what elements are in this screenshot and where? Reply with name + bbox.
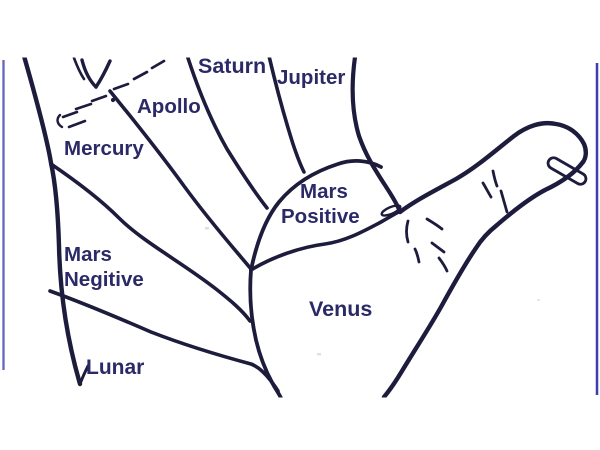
- palm-left-edge-end-fork: [78, 364, 90, 386]
- mercury-dash-4: [67, 119, 87, 129]
- venus-life-line: [248, 268, 283, 398]
- label-apollo: Apollo: [137, 95, 201, 118]
- label-mercury: Mercury: [64, 137, 144, 160]
- mercury-apollo-boundary-line: [108, 89, 253, 271]
- finger-gap-right-stroke: [94, 59, 112, 89]
- thumb-dash-1: [491, 169, 499, 188]
- thumb-dash-3: [499, 189, 509, 214]
- web-dash-1: [405, 219, 410, 244]
- label-venus: Venus: [309, 297, 372, 321]
- mercury-marsnegative-boundary-line: [49, 162, 252, 323]
- finger-gap-outer-stroke: [72, 57, 86, 81]
- region-labels: Saturn Jupiter Apollo Mercury Mars Posit…: [64, 54, 372, 380]
- palm-left-edge-line: [22, 57, 83, 387]
- marspositive-venus-boundary-line: [249, 209, 402, 272]
- mercury-dash-3: [61, 110, 79, 119]
- web-dash-2: [425, 217, 444, 231]
- thumb-web-lens-mark: [380, 204, 402, 217]
- label-jupiter: Jupiter: [277, 66, 345, 89]
- crease-dash-1: [112, 82, 130, 91]
- mercury-dash-1: [90, 94, 108, 103]
- crease-dash-2: [132, 70, 149, 81]
- crease-dot: [110, 97, 116, 103]
- crease-dash-3: [150, 59, 166, 70]
- thumb-upper-edge-line: [397, 121, 588, 215]
- scan-speckles: [205, 227, 540, 356]
- label-mars-positive-line2: Positive: [281, 205, 360, 228]
- label-mars-positive-line1: Mars: [300, 180, 348, 203]
- web-dash-5: [437, 256, 449, 273]
- marsnegative-lunar-boundary-line: [48, 289, 280, 393]
- thumbnail-outline: [546, 156, 588, 186]
- label-saturn: Saturn: [198, 54, 266, 78]
- label-lunar: Lunar: [86, 356, 144, 379]
- hand-drawing: [22, 57, 588, 398]
- mercury-hook-mark: [56, 113, 64, 129]
- index-finger-edge-line: [350, 57, 403, 215]
- label-mars-negative-line2: Negitive: [64, 268, 144, 291]
- finger-gap-left-stroke: [80, 58, 98, 89]
- mars-positive-arc-line: [249, 159, 383, 272]
- mercury-dash-2: [74, 102, 93, 111]
- label-mars-negative-line1: Mars: [64, 243, 112, 266]
- thumb-dash-2: [481, 181, 493, 199]
- apollo-saturn-boundary-line: [185, 57, 269, 210]
- saturn-jupiter-boundary-line: [267, 57, 306, 174]
- thumb-lower-edge-line: [381, 159, 586, 398]
- web-dash-4: [430, 241, 446, 254]
- web-dash-3: [413, 247, 421, 264]
